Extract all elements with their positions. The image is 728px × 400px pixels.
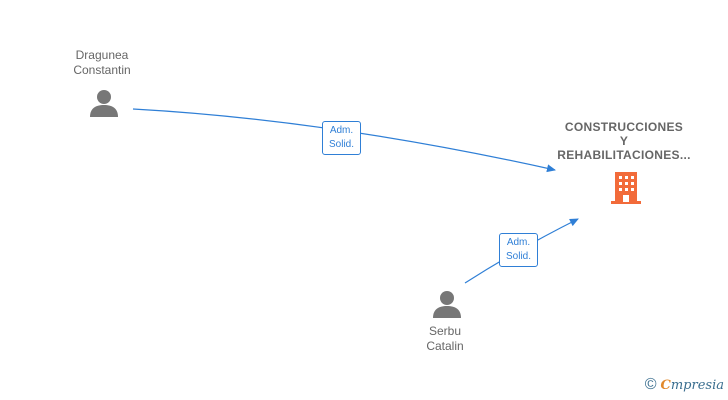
person-name-line: Dragunea (75, 48, 129, 62)
person-name-line: Constantin (73, 63, 131, 77)
edge-label-line: Solid. (329, 139, 355, 150)
person-node-dragunea-constantin[interactable]: Dragunea Constantin (52, 48, 152, 78)
edge-label-line: Adm. (506, 237, 531, 248)
building-icon[interactable] (610, 171, 642, 205)
company-name-line: REHABILITACIONES... (557, 148, 691, 162)
edge-label-line: Solid. (506, 251, 532, 262)
company-node[interactable]: CONSTRUCCIONES Y REHABILITACIONES... (544, 120, 704, 162)
edge-label-adm-solid[interactable]: Adm. Solid. (322, 121, 362, 155)
edge-label-adm-solid[interactable]: Adm. Solid. (499, 233, 539, 267)
brand-rest: mpresia (670, 377, 724, 393)
person-node-serbu-catalin[interactable]: Serbu Catalin (395, 324, 495, 354)
person-icon[interactable] (89, 88, 119, 118)
person-name-line: Catalin (426, 339, 464, 353)
person-name-line: Serbu (428, 324, 462, 338)
edge-label-line: Adm. (329, 125, 354, 136)
brand-logo: Cmpresia (661, 378, 725, 393)
company-name-line: Y (619, 134, 629, 148)
person-icon[interactable] (432, 289, 462, 319)
brand-first-letter: C (660, 377, 671, 393)
copyright-icon: © (644, 376, 657, 393)
brand-watermark[interactable]: © Cmpresia (645, 376, 724, 394)
company-name-line: CONSTRUCCIONES (564, 120, 684, 134)
